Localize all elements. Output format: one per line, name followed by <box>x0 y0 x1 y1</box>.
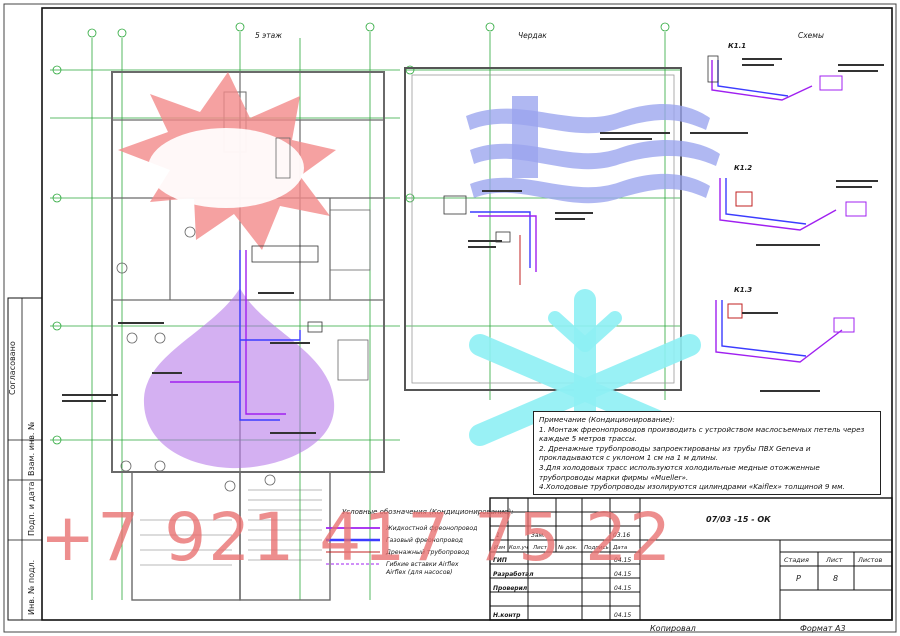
legend-flex-note: Airflex (для насосов) <box>385 569 453 576</box>
hdr-signature: Подпись <box>584 545 609 551</box>
rev-number: 1 <box>496 532 500 539</box>
rev-type: Зам. <box>531 532 545 539</box>
note-item-3: 3.Для холодовых трасс используются холод… <box>539 462 820 482</box>
scheme-k1-3-label: К1.3 <box>734 286 752 294</box>
blue-wave-overlay <box>466 96 720 204</box>
sheets-label: Листов <box>857 556 882 564</box>
attic-pipes <box>443 195 537 285</box>
schemes-title: Схемы <box>798 31 824 40</box>
hdr-change: Изм <box>494 545 505 551</box>
legend-liquid: Жидкостной фреонопровод <box>385 525 477 532</box>
rev-date: 03.16 <box>613 532 630 539</box>
floor-annotations <box>62 292 316 434</box>
hdr-date: Дата <box>612 545 628 551</box>
stage-label: Стадия <box>784 556 809 564</box>
purple-drop-overlay <box>143 288 335 469</box>
date-author: 04.15 <box>614 571 631 578</box>
stamp-agreed-label: Согласовано <box>8 341 17 395</box>
hdr-count: Кол.уч <box>509 545 529 551</box>
fixtures <box>116 137 371 492</box>
scheme-k1-2-label: К1.2 <box>734 164 752 172</box>
row-norm: Н.контр <box>493 612 521 619</box>
legend-drain: Дренажный трубопровод <box>385 548 469 556</box>
stamp-replace-label: Взам. инв. № <box>27 421 36 476</box>
title-block <box>489 497 893 621</box>
footer-format: Формат А3 <box>800 624 846 633</box>
hdr-sheet: Лист <box>532 545 548 551</box>
legend-gas: Газовый фреонопровод <box>386 537 463 544</box>
drawing-code: 07/03 -15 - ОК <box>706 515 771 524</box>
legend-title: Условные обозначения (Кондиционирование)… <box>342 508 513 516</box>
row-gip: ГИП <box>493 557 507 564</box>
stage-value: Р <box>796 574 801 583</box>
floor-pipes <box>170 245 323 421</box>
stamp-inventory-label: Инв. № подл. <box>27 560 36 615</box>
phone-watermark: +7 921 417 75 22 <box>40 499 674 576</box>
legend: Жидкостной фреонопровод Газовый фреонопр… <box>326 525 477 576</box>
date-gip: 04.15 <box>614 557 631 564</box>
row-author: Разработал <box>493 571 534 578</box>
sheet-label: Лист <box>825 556 843 564</box>
sheet-edge <box>3 3 897 633</box>
hdr-doc: № док. <box>557 545 578 551</box>
stamp-sign-date-label: Подп. и дата <box>27 481 36 536</box>
scheme-k1-1-label: К1.1 <box>728 42 746 50</box>
scheme-k1-1 <box>707 55 843 101</box>
notes-box: Примечание (Кондиционирование): 1. Монта… <box>533 411 881 495</box>
row-checker: Проверил <box>493 585 528 592</box>
attic-annotations <box>468 132 670 248</box>
floor-plan-title: 5 этаж <box>255 31 282 40</box>
note-item-2: 2. Дренажные трубопроводы запроектирован… <box>539 443 811 463</box>
footer-copied: Копировал <box>650 624 696 633</box>
note-item-1: 1. Монтаж фреонопроводов производить с у… <box>539 424 865 444</box>
sheet-value: 8 <box>833 574 838 583</box>
notes-title: Примечание (Кондиционирование): <box>539 415 675 424</box>
side-stamp: Согласовано Взам. инв. № Подп. и дата Ин… <box>7 297 43 621</box>
attic-plan <box>404 67 682 391</box>
stair-hatch <box>140 489 322 566</box>
note-item-4: 4.Холодовые трубопроводы изолируются цил… <box>539 482 845 492</box>
scheme-annotations <box>690 58 884 392</box>
legend-flex: Гибкие вставки Airflex <box>386 560 459 568</box>
date-checker: 04.15 <box>614 585 631 592</box>
scheme-k1-3 <box>715 300 855 363</box>
attic-plan-title: Чердак <box>518 31 547 40</box>
title-block-text: Изм Кол.уч Лист № док. Подпись Дата 1 За… <box>493 532 882 619</box>
date-norm: 04.15 <box>614 612 631 619</box>
scheme-k1-2 <box>719 178 867 231</box>
